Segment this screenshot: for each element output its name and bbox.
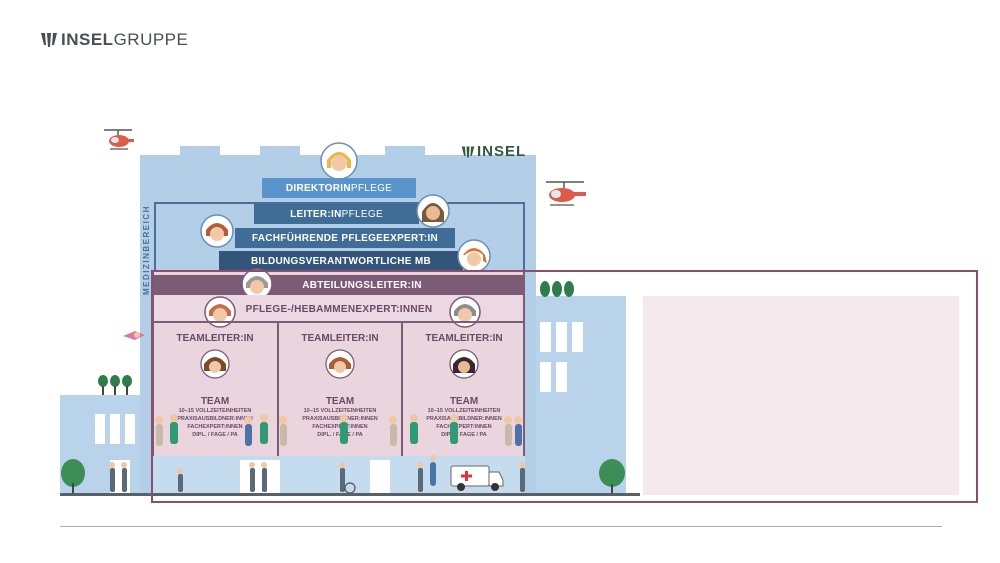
team-detail: PRAXISAUSBILDNER:INNEN	[177, 416, 253, 422]
bar-leiter-pflege: LEITER:IN PFLEGE	[254, 204, 419, 224]
divider	[152, 270, 154, 456]
window	[556, 322, 567, 352]
person-face-icon	[204, 296, 236, 328]
bar-direktorin-pflege: DIREKTORIN PFLEGE	[262, 178, 416, 198]
frame-line	[154, 202, 156, 272]
divider	[401, 321, 403, 456]
window	[572, 322, 583, 352]
pflegeexpert-label: PFLEGE-/HEBAMMENEXPERT:INNEN	[245, 303, 433, 315]
divider	[152, 321, 525, 323]
person-face-icon	[416, 194, 450, 228]
team-label: TEAM	[200, 396, 230, 407]
inselgruppe-logo: INSELGRUPPE	[40, 30, 188, 50]
person-face-icon	[457, 239, 491, 273]
tree-icon	[540, 281, 574, 297]
team-column: TEAMLEITER:IN TEAM 10–15 VOLLZEITEINHEIT…	[403, 326, 525, 451]
bar-fachfuehrende: FACHFÜHRENDE PFLEGEEXPERT:IN	[235, 228, 455, 248]
teamleiter-label: TEAMLEITER:IN	[176, 333, 254, 344]
visitor-figures	[109, 462, 525, 494]
person-face-icon	[449, 296, 481, 328]
person-face-icon	[325, 349, 355, 379]
footer-rule	[60, 526, 942, 527]
window	[556, 362, 567, 392]
ambulance-icon	[450, 465, 504, 491]
side-panel	[643, 296, 959, 495]
team-detail: DIPL. / FAGE / PA	[441, 432, 487, 438]
teamleiter-label: TEAMLEITER:IN	[301, 333, 379, 344]
divider	[523, 270, 525, 456]
frame-line	[523, 202, 525, 272]
insel-logo-icon	[41, 33, 57, 47]
window	[540, 362, 551, 392]
teamleiter-label: TEAMLEITER:IN	[425, 333, 503, 344]
frame-line	[154, 202, 525, 204]
entrance-door	[240, 460, 280, 493]
team-detail: DIPL. / FAGE / PA	[192, 432, 238, 438]
team-detail: 10–15 VOLLZEITEINHEITEN	[427, 408, 501, 414]
window	[125, 414, 135, 444]
team-label: TEAM	[449, 396, 479, 407]
flying-figure-icon	[123, 331, 145, 340]
person-face-icon	[320, 142, 358, 180]
window	[110, 414, 120, 444]
team-detail: PRAXISAUSBILDNER:INNEN	[426, 416, 502, 422]
insel-building-sign: INSEL	[461, 143, 526, 160]
insel-sign-text: INSEL	[477, 143, 527, 160]
tree-icon	[98, 375, 132, 395]
helicopter-icon	[104, 129, 134, 150]
team-detail: FACHEXPERT:INNEN	[436, 424, 492, 430]
roof-notch	[180, 146, 220, 158]
person-face-icon	[200, 214, 234, 248]
team-detail: 10–15 VOLLZEITEINHEITEN	[178, 408, 252, 414]
roof-notch	[385, 146, 425, 158]
team-detail: FACHEXPERT:INNEN	[187, 424, 243, 430]
ground-line	[60, 493, 640, 496]
person-face-icon	[449, 349, 479, 379]
insel-logo-icon	[461, 146, 475, 157]
window	[540, 322, 551, 352]
team-label: TEAM	[325, 396, 355, 407]
divider	[277, 321, 279, 456]
team-column: TEAMLEITER:IN TEAM 10–15 VOLLZEITEINHEIT…	[154, 326, 276, 451]
tree-icon	[599, 459, 625, 494]
logo-bold-text: INSEL	[61, 30, 114, 49]
window	[95, 414, 105, 444]
bar-bildungsverantwortliche: BILDUNGSVERANTWORTLICHE MB	[219, 251, 463, 271]
team-detail: 10–15 VOLLZEITEINHEITEN	[303, 408, 377, 414]
roof-notch	[260, 146, 300, 158]
helicopter-icon	[546, 181, 586, 206]
entrance-door	[370, 460, 390, 493]
abteilungsleiter-label: ABTEILUNGSLEITER:IN	[302, 279, 422, 291]
tree-icon	[61, 459, 85, 495]
staff-figures	[155, 414, 522, 486]
highlight-frame	[151, 270, 978, 503]
logo-light-text: GRUPPE	[113, 30, 189, 49]
person-face-icon	[200, 349, 230, 379]
team-detail: PRAXISAUSBILDNER:INNEN	[302, 416, 378, 422]
